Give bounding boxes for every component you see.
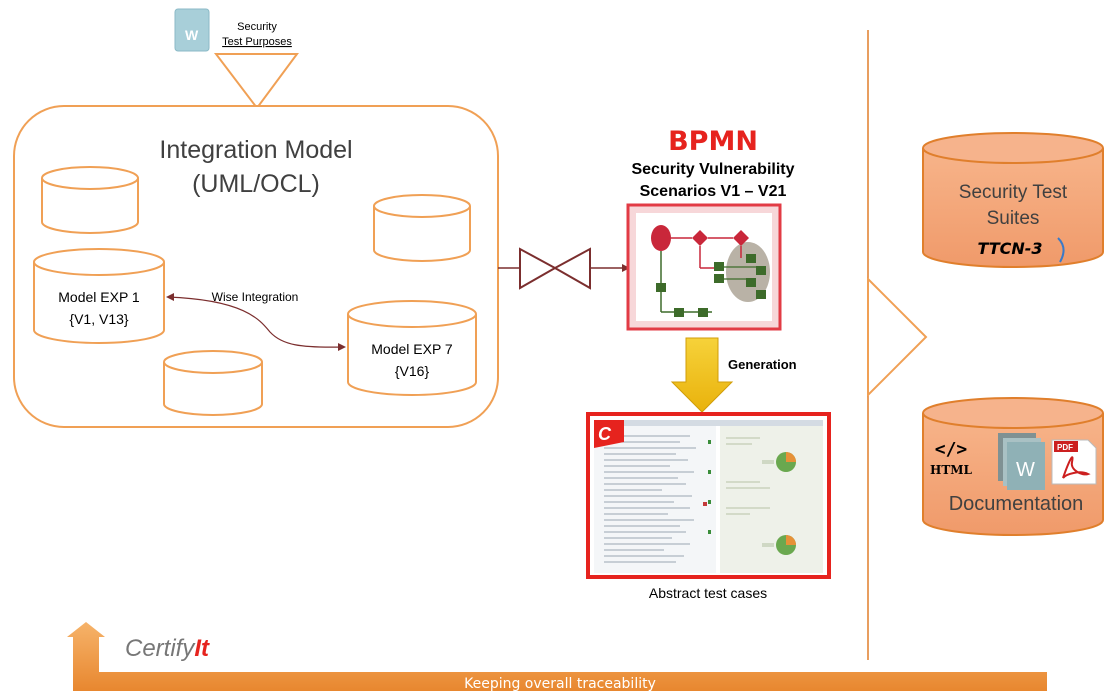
transformation-connector	[498, 247, 630, 290]
word-doc-icon: W	[174, 8, 210, 52]
model-cylinder	[373, 194, 471, 262]
model-exp7-label: Model EXP 7	[371, 341, 453, 357]
model-exp1-label: Model EXP 1	[58, 289, 140, 305]
bpmn-title: BPMN	[668, 126, 758, 157]
ttcn3-swoosh	[1057, 237, 1065, 263]
security-test-suites-cylinder	[922, 132, 1104, 268]
documentation-label: Documentation	[949, 493, 1084, 515]
security-test-suites-line1: Security Test	[959, 182, 1068, 203]
model-exp7-values: {V16}	[395, 363, 430, 379]
integration-model-subtitle: (UML/OCL)	[192, 170, 320, 198]
test-purposes-line1: Security	[237, 21, 277, 33]
traceability-bar	[67, 622, 1047, 691]
generation-label: Generation	[728, 357, 797, 372]
traceability-label: Keeping overall traceability	[464, 676, 656, 692]
certifyit-logo: CertifyIt	[125, 635, 210, 662]
svg-text:PDF: PDF	[1057, 443, 1073, 452]
security-test-suites-line2: Suites	[987, 208, 1040, 229]
pdf-icon: PDF	[1051, 439, 1097, 485]
certifyit-logo-part1: Certify	[125, 635, 196, 662]
integration-model-title: Integration Model	[159, 136, 352, 164]
svg-text:CertifyIt: CertifyIt	[125, 635, 210, 662]
test-purposes-line2: Test Purposes	[222, 36, 292, 48]
certifyit-app-icon: C	[594, 420, 624, 448]
ttcn3-logo: TTCN-3	[977, 239, 1042, 258]
wise-integration-label: Wise Integration	[212, 290, 299, 304]
html-code-icon: </>	[935, 439, 968, 460]
test-purposes-funnel	[213, 53, 299, 110]
output-chevron	[867, 276, 928, 398]
abstract-test-cases-label: Abstract test cases	[649, 585, 767, 601]
bpmn-subtitle-line2: Scenarios V1 – V21	[640, 183, 787, 200]
model-exp7-cylinder	[347, 300, 477, 396]
certifyit-logo-part2: It	[194, 635, 210, 662]
html-label: HTML	[930, 463, 973, 477]
wise-integration-link	[166, 293, 346, 351]
generation-arrow	[670, 337, 734, 413]
word-doc-icon: W	[998, 433, 1045, 490]
bpmn-diagram-icon	[626, 203, 782, 331]
svg-text:W: W	[185, 27, 199, 43]
svg-text:C: C	[598, 424, 612, 444]
model-cylinder	[41, 166, 139, 234]
model-cylinder	[163, 350, 263, 416]
model-exp1-cylinder	[33, 248, 165, 344]
abstract-test-cases-screenshot: C	[586, 412, 831, 579]
model-exp1-values: {V1, V13}	[69, 311, 128, 327]
bpmn-subtitle-line1: Security Vulnerability	[631, 161, 794, 178]
svg-text:W: W	[1016, 459, 1035, 481]
